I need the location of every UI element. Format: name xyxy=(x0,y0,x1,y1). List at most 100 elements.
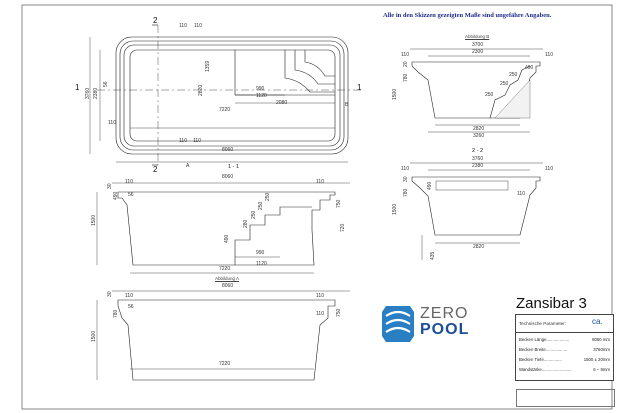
plan-dim-7220: 7220 xyxy=(219,107,231,113)
title-block-footer xyxy=(516,389,615,407)
section-2-2-label: 2 - 2 xyxy=(472,148,484,154)
s22-dim-r110: 110 xyxy=(545,166,553,172)
sb-dim-inner: 2300 xyxy=(472,49,484,55)
sb-dim-20: 20 xyxy=(403,61,409,67)
sb-dim-3260: 3260 xyxy=(473,133,485,139)
sa-dim-750: 750 xyxy=(336,308,342,317)
s22-dim-mid110: 110 xyxy=(517,191,525,197)
plan-dim-left-inner: 2380 xyxy=(93,87,99,99)
s22-dim-l110: 110 xyxy=(401,166,409,172)
sa-dim-7220: 7220 xyxy=(219,361,231,367)
s11-dim-280: 280 xyxy=(243,219,249,228)
plan-side-mark-left: 1 xyxy=(75,83,80,92)
sb-dim-250c: 250 xyxy=(485,92,494,98)
zero-pool-logo-icon xyxy=(382,306,414,342)
plan-arrow-a: A xyxy=(186,163,190,169)
plan-arrow-b: B xyxy=(345,102,349,108)
param-label: Becken Länge................... xyxy=(519,337,570,342)
param-label: Becken Tiefe............... xyxy=(519,357,562,362)
plan-dim-bottom-a: 110 xyxy=(108,120,116,126)
param-label: Wandstärke......................... xyxy=(519,367,572,372)
plan-dim-stair-top: 1359 xyxy=(205,60,211,72)
sb-dim-250b: 250 xyxy=(500,81,509,87)
sb-dim-780: 780 xyxy=(403,73,409,82)
params-heading: Technische Parameter: xyxy=(519,321,566,326)
s11-dim-top-r: 110 xyxy=(316,179,324,185)
plan-dim-left-small: 56 xyxy=(103,81,109,87)
s11-dim-250b: 250 xyxy=(258,201,264,210)
plan-view xyxy=(89,24,362,166)
s11-dim-30: 30 xyxy=(107,183,113,189)
s11-dim-250a: 250 xyxy=(265,192,271,201)
plan-dim-bottom-b: 110 xyxy=(179,138,187,144)
plan-side-mark-right: 1 xyxy=(357,83,362,92)
section-a xyxy=(96,290,350,381)
section-b xyxy=(410,48,543,133)
sa-dim-overall: 8060 xyxy=(222,283,234,289)
plan-section-mark-top: 2 xyxy=(153,16,158,25)
s11-dim-1500: 1500 xyxy=(91,214,97,226)
plan-dim-overall: 8060 xyxy=(222,147,234,153)
plan-section-mark-bottom: 2 xyxy=(153,165,158,174)
s11-dim-720: 720 xyxy=(340,223,346,232)
params-table: Technische Parameter: ca. Becken Länge..… xyxy=(515,314,614,381)
param-value: 1500 ± 20mm xyxy=(583,357,610,362)
section-1-1-label: 1 - 1 xyxy=(228,164,240,170)
plan-dim-top-b: 110 xyxy=(194,23,202,29)
sa-dim-56: 56 xyxy=(128,304,134,310)
sa-dim-780: 780 xyxy=(113,309,119,318)
sb-dim-l110: 110 xyxy=(401,52,409,58)
s22-dim-2820: 2820 xyxy=(473,244,485,250)
sa-dim-1500: 1500 xyxy=(91,330,97,342)
s11-dim-top-l: 110 xyxy=(125,179,133,185)
plan-dim-left-outer: 3760 xyxy=(85,87,91,99)
s22-dim-inner: 2380 xyxy=(472,163,484,169)
brand-logo: ZERO POOL xyxy=(384,304,476,340)
s22-dim-top: 3760 xyxy=(472,156,484,162)
sb-dim-r110: 110 xyxy=(545,52,553,58)
sb-dim-top: 3700 xyxy=(472,42,484,48)
s11-dim-250c: 250 xyxy=(251,210,257,219)
param-label: Becken Breite.................. xyxy=(519,347,568,352)
sb-dim-1500: 1500 xyxy=(392,88,398,100)
plan-dim-stair-mid: 2820 xyxy=(198,84,204,96)
plan-dim-1120: 1120 xyxy=(256,93,267,99)
param-value: 8060 mm xyxy=(592,337,610,342)
header-note: Alle in den Skizzen gezeigten Maße sind … xyxy=(383,12,552,19)
section-2-2 xyxy=(410,162,543,260)
brand-word-pool: POOL xyxy=(420,321,470,338)
plan-dim-990: 990 xyxy=(256,86,265,92)
s11-dim-56: 56 xyxy=(128,192,134,198)
sa-dim-30: 30 xyxy=(107,291,113,297)
plan-dim-top-a: 110 xyxy=(179,23,187,29)
section-1-1 xyxy=(96,182,350,274)
sb-dim-2820: 2820 xyxy=(473,126,485,132)
params-approx: ca. xyxy=(592,317,603,326)
section-b-caption: Abbildung B xyxy=(465,34,490,39)
s11-dim-7220: 7220 xyxy=(219,266,231,272)
sa-dim-top-r: 110 xyxy=(316,293,324,299)
s22-dim-30: 30 xyxy=(403,176,409,182)
brand-word-zero: ZERO xyxy=(420,305,469,322)
s11-dim-1120: 1120 xyxy=(256,261,267,267)
param-value: 3760mm xyxy=(593,347,610,352)
params-divider xyxy=(516,332,613,333)
sa-dim-top-l: 110 xyxy=(125,293,133,299)
s22-dim-780: 780 xyxy=(403,188,409,197)
s22-dim-490: 490 xyxy=(427,181,433,190)
param-value: 6 – 9mm xyxy=(593,367,610,372)
section-a-caption: Abbildung A xyxy=(215,276,240,281)
sb-dim-250a: 250 xyxy=(509,72,518,78)
plan-dim-2080: 2080 xyxy=(276,100,288,106)
s11-dim-490b: 490 xyxy=(224,234,230,243)
s22-dim-side: 435 xyxy=(430,251,436,260)
sb-dim-490: 490 xyxy=(525,65,534,71)
s11-dim-750: 750 xyxy=(336,199,342,208)
s11-dim-490: 490 xyxy=(113,191,119,200)
s11-dim-990: 990 xyxy=(256,250,265,256)
model-title: Zansibar 3 xyxy=(516,295,587,312)
plan-dim-bottom-c: 110 xyxy=(193,138,201,144)
sa-dim-110: 110 xyxy=(316,311,324,317)
s11-dim-overall: 8060 xyxy=(222,174,234,180)
